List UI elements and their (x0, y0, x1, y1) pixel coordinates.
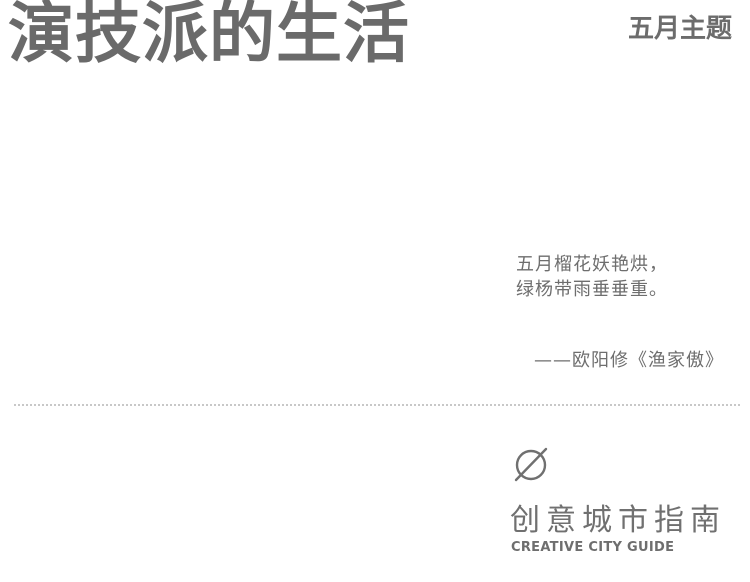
page-title: 演技派的生活 (8, 0, 410, 72)
poem-attribution: ——欧阳修《渔家傲》 (534, 350, 724, 371)
empty-set-icon (514, 447, 548, 482)
brand-name-chinese: 创意城市指南 (510, 503, 726, 538)
poem-line-2: 绿杨带雨垂垂重。 (516, 279, 668, 300)
poem-block: 五月榴花妖艳烘， 绿杨带雨垂垂重。 (516, 252, 736, 302)
theme-label: 五月主题 (627, 14, 732, 44)
poem-line-1: 五月榴花妖艳烘， (516, 254, 668, 275)
brand-name-english: CREATIVE CITY GUIDE (511, 540, 675, 555)
dotted-divider (14, 404, 740, 406)
